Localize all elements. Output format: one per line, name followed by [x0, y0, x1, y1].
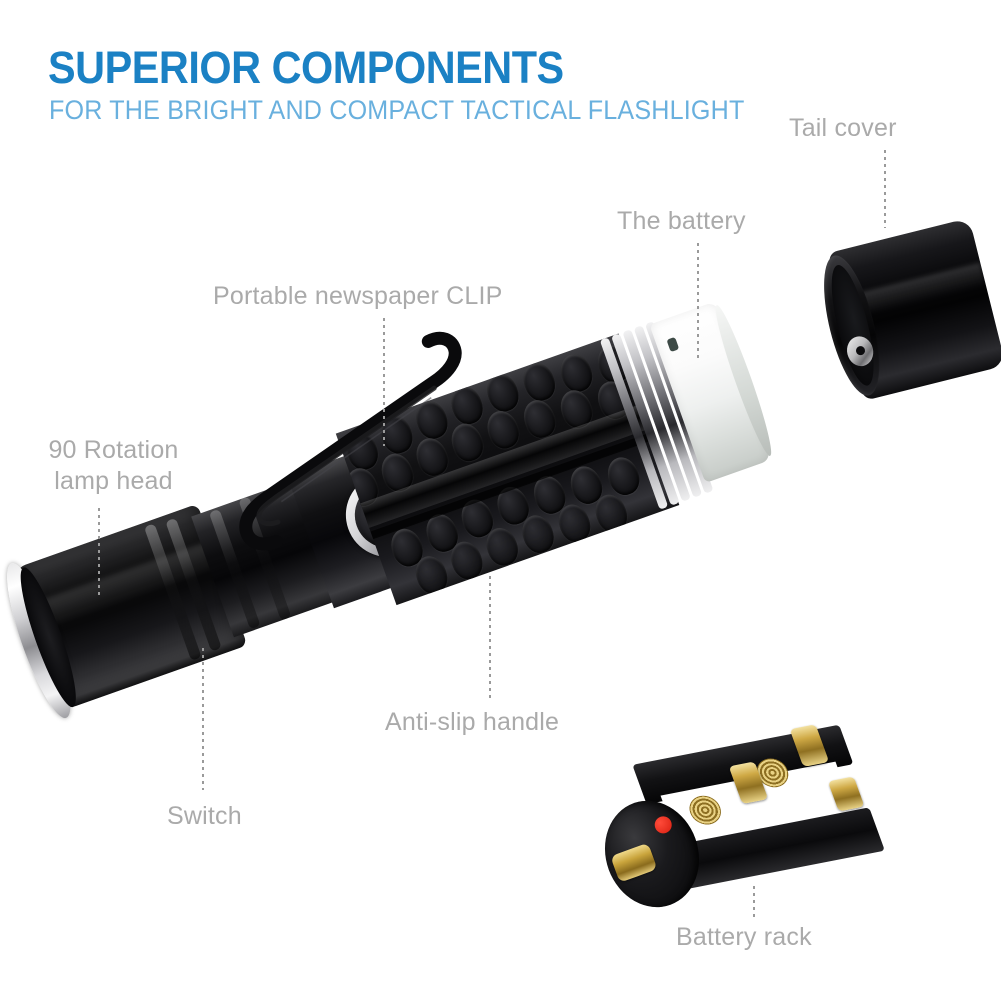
leader-battery [697, 243, 699, 361]
label-battery-rack: Battery rack [676, 923, 812, 951]
label-rotation-lamp-head: 90 Rotation lamp head [26, 435, 201, 496]
label-the-battery: The battery [617, 207, 746, 235]
leader-clip [383, 318, 385, 446]
leader-anti-slip [489, 576, 491, 698]
leader-battery-rack [753, 886, 755, 918]
label-switch: Switch [167, 802, 242, 830]
label-anti-slip-handle: Anti-slip handle [385, 708, 560, 736]
page-subtitle: FOR THE BRIGHT AND COMPACT TACTICAL FLAS… [49, 95, 745, 125]
leader-tail-cover [884, 150, 886, 228]
page-title: SUPERIOR COMPONENTS [48, 42, 564, 93]
battery-rack [581, 701, 888, 943]
leader-lamp-head [98, 508, 100, 596]
label-rotation-lamp-head-line2: lamp head [54, 466, 173, 495]
tail-cover [806, 217, 1001, 406]
leader-switch [202, 648, 204, 790]
label-rotation-lamp-head-line1: 90 Rotation [48, 436, 179, 464]
label-tail-cover: Tail cover [789, 114, 897, 142]
label-portable-clip: Portable newspaper CLIP [213, 282, 503, 310]
